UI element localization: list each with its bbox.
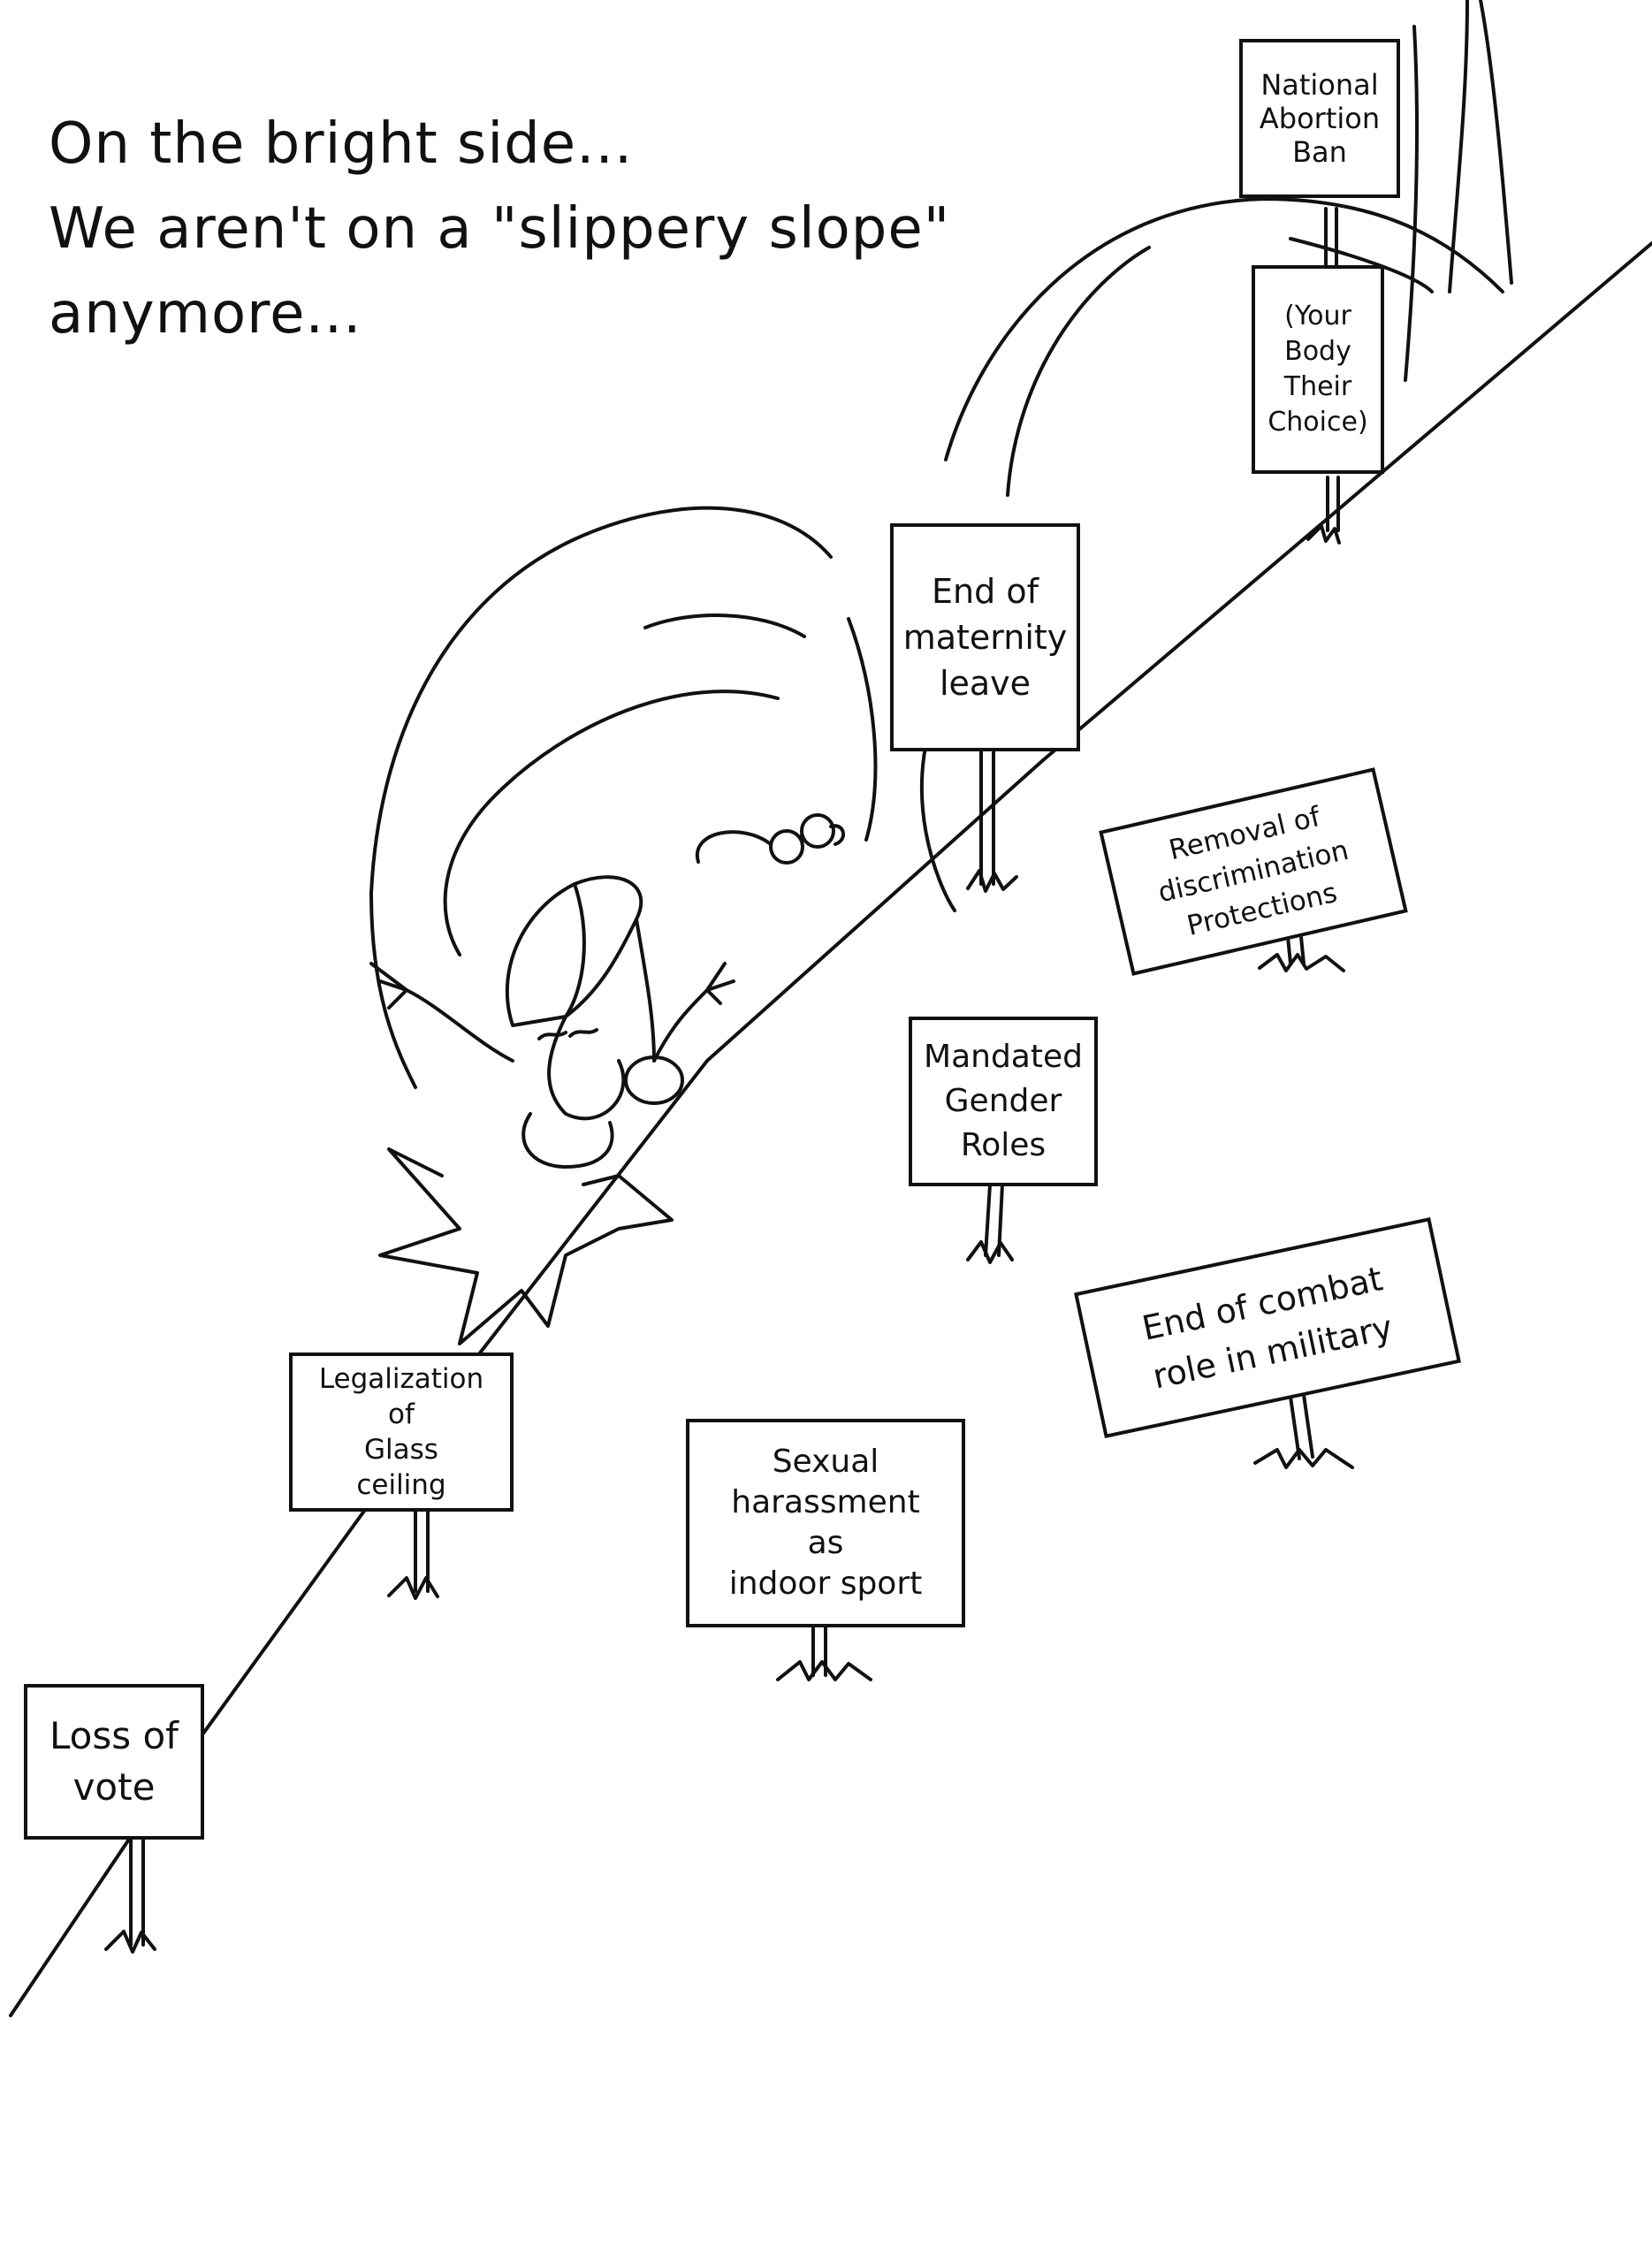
sign-label: Sexual harassment as indoor sport bbox=[728, 1444, 923, 1602]
slope-line bbox=[9, 241, 1652, 2017]
sign-label: End of combat role in military bbox=[1138, 1259, 1397, 1397]
tree-trunk-right bbox=[1479, 0, 1513, 285]
motion-arc-7 bbox=[443, 690, 780, 956]
sign-your-body-their-choice: (Your Body Their Choice) bbox=[1252, 265, 1384, 474]
tree-trunk-mid bbox=[1448, 0, 1469, 293]
sign-mandated-gender-roles: Mandated Gender Roles bbox=[909, 1017, 1098, 1186]
impact-splat bbox=[378, 1147, 674, 1345]
sign-sexual-harassment-as-indoor-sport: Sexual harassment as indoor sport bbox=[686, 1419, 965, 1627]
sign-end-of-maternity-leave: End of maternity leave bbox=[890, 523, 1080, 751]
sign-loss-of-vote: Loss of vote bbox=[24, 1684, 204, 1840]
glasses-icon bbox=[695, 813, 845, 865]
sign-label: Mandated Gender Roles bbox=[924, 1039, 1083, 1163]
sign-posts bbox=[129, 207, 1340, 1947]
motion-arc-2 bbox=[1006, 246, 1151, 497]
sign-legalization-of-glass-ceiling: Legalization of Glass ceiling bbox=[289, 1352, 514, 1512]
motion-arc-5 bbox=[369, 506, 833, 1089]
sign-label: Legalization of Glass ceiling bbox=[318, 1363, 484, 1501]
caption-line-3: anymore... bbox=[49, 281, 362, 347]
sign-national-abortion-ban: National Abortion Ban bbox=[1239, 39, 1400, 198]
sign-label: National Abortion Ban bbox=[1259, 68, 1381, 169]
sign-label: Loss of vote bbox=[49, 1714, 179, 1809]
motion-arc-1 bbox=[944, 197, 1504, 461]
caption-line-1: On the bright side... bbox=[49, 111, 634, 177]
motion-arc-3 bbox=[1289, 237, 1434, 293]
sign-label: (Your Body Their Choice) bbox=[1268, 301, 1368, 438]
sign-label: Removal of discrimination Protections bbox=[1154, 801, 1352, 942]
cartoon-caption: On the bright side... We aren't on a "sl… bbox=[49, 102, 1021, 356]
sign-label: End of maternity leave bbox=[902, 572, 1068, 703]
motion-arc-6 bbox=[643, 613, 806, 638]
grass-tufts bbox=[104, 524, 1354, 1954]
caption-line-2: We aren't on a "slippery slope" bbox=[49, 196, 951, 262]
falling-woman-figure bbox=[369, 875, 735, 1169]
motion-arc-8 bbox=[847, 617, 878, 842]
tree-trunk-left bbox=[1404, 25, 1419, 382]
